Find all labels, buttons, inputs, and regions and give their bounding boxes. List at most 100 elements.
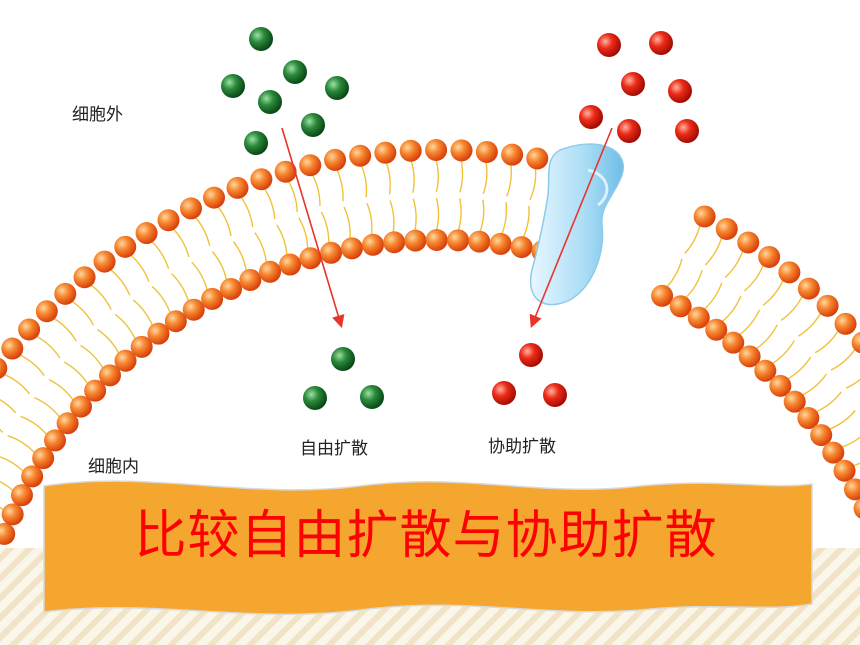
lipid-tail [240,196,254,228]
lipid-tail [254,232,268,263]
lipid-tail [762,279,784,306]
lipid-head [10,484,33,507]
lipid-tail [3,373,31,395]
lipid-head [738,345,761,368]
lipid-head [98,364,121,387]
lipid-head [833,459,856,482]
lipid-tail [703,282,723,310]
lipid-tail [787,356,812,380]
lipid-tail [0,480,14,492]
lipid-head [843,478,860,501]
lipid-head [182,298,205,321]
green-particle [221,74,245,98]
red-particles-inside [492,343,567,407]
lipid-tail [366,202,373,235]
lipid-tail [53,317,77,342]
lipid-head [114,235,137,258]
lipid-head [299,247,322,270]
green-particles-inside [303,347,384,410]
lipid-tail [0,398,17,414]
lipid-head [501,143,524,166]
lipid-tail [343,206,351,239]
lipid-tail [232,241,247,271]
lipid-tail [801,373,827,396]
lipid-tail [130,254,150,282]
lipid-head [383,231,406,254]
lipid-head [754,359,777,382]
lipid-head [56,412,79,435]
lipid-head [651,284,674,307]
lipid-tail [110,269,131,296]
green-particle [258,90,282,114]
lipid-head [157,209,180,232]
red-particle [579,105,603,129]
lipid-tail [71,300,95,326]
red-particle [597,33,621,57]
lipid-head [70,395,93,418]
lipid-head [203,186,226,209]
lipid-tail [666,258,683,288]
lipid-head [425,139,448,162]
lipid-head [778,261,801,284]
lipid-tail [815,391,842,413]
green-particle [331,347,355,371]
lipid-tail [191,261,208,291]
red-particle [668,79,692,103]
lipid-head [279,253,302,276]
lipid-tail [63,361,89,385]
lipid-head [0,357,8,379]
title-banner [43,480,813,616]
lipid-head [21,465,44,488]
lipid-tail [360,165,368,198]
lipid-head [130,335,153,358]
free-diffusion-arrow [281,127,345,329]
green-particle [244,131,268,155]
lipid-head [1,337,24,360]
lipid-tail [410,160,415,193]
lipid-tail [704,237,723,266]
lipid-tail [336,169,344,202]
lipid-head [180,197,203,220]
lipid-head [769,374,792,397]
lipid-tail [814,330,839,354]
lipid-head [54,282,77,305]
lipid-head [669,295,692,318]
lipid-tail [385,162,391,195]
green-particle [283,60,307,84]
lipid-tail [522,205,530,238]
green-particle [249,27,273,51]
lipid-tail [211,250,228,281]
lipid-tail [298,217,309,249]
lipid-head [797,407,820,430]
lipid-head [220,278,243,301]
lipid-head [834,312,857,335]
lipid-head [164,310,187,333]
lipid-tail [34,396,61,418]
channel-protein [529,143,625,306]
lipid-head [274,160,297,183]
lipid-head [84,379,107,402]
lipid-tail [501,202,508,235]
banner-title: 比较自由扩散与协助扩散 [134,506,718,566]
lipid-head [18,318,41,341]
red-particle [543,383,567,407]
lipid-tail [529,168,537,201]
lipid-head [135,222,158,245]
lipid-head [324,148,347,171]
lipid-tail [0,506,5,511]
lipid-tail [841,436,860,448]
lipid-tail [780,295,803,321]
lipid-tail [829,410,856,430]
lipid-head [822,441,845,464]
red-particle [675,119,699,143]
lipid-tail [685,270,703,299]
lipid-tail [506,164,512,197]
lipid-head [425,229,448,252]
lipid-tail [845,378,860,389]
lipid-head [715,217,738,240]
lipid-tail [852,462,860,467]
lipid-tail [479,199,485,232]
lipid-head [259,260,282,283]
green-particle [360,385,384,409]
